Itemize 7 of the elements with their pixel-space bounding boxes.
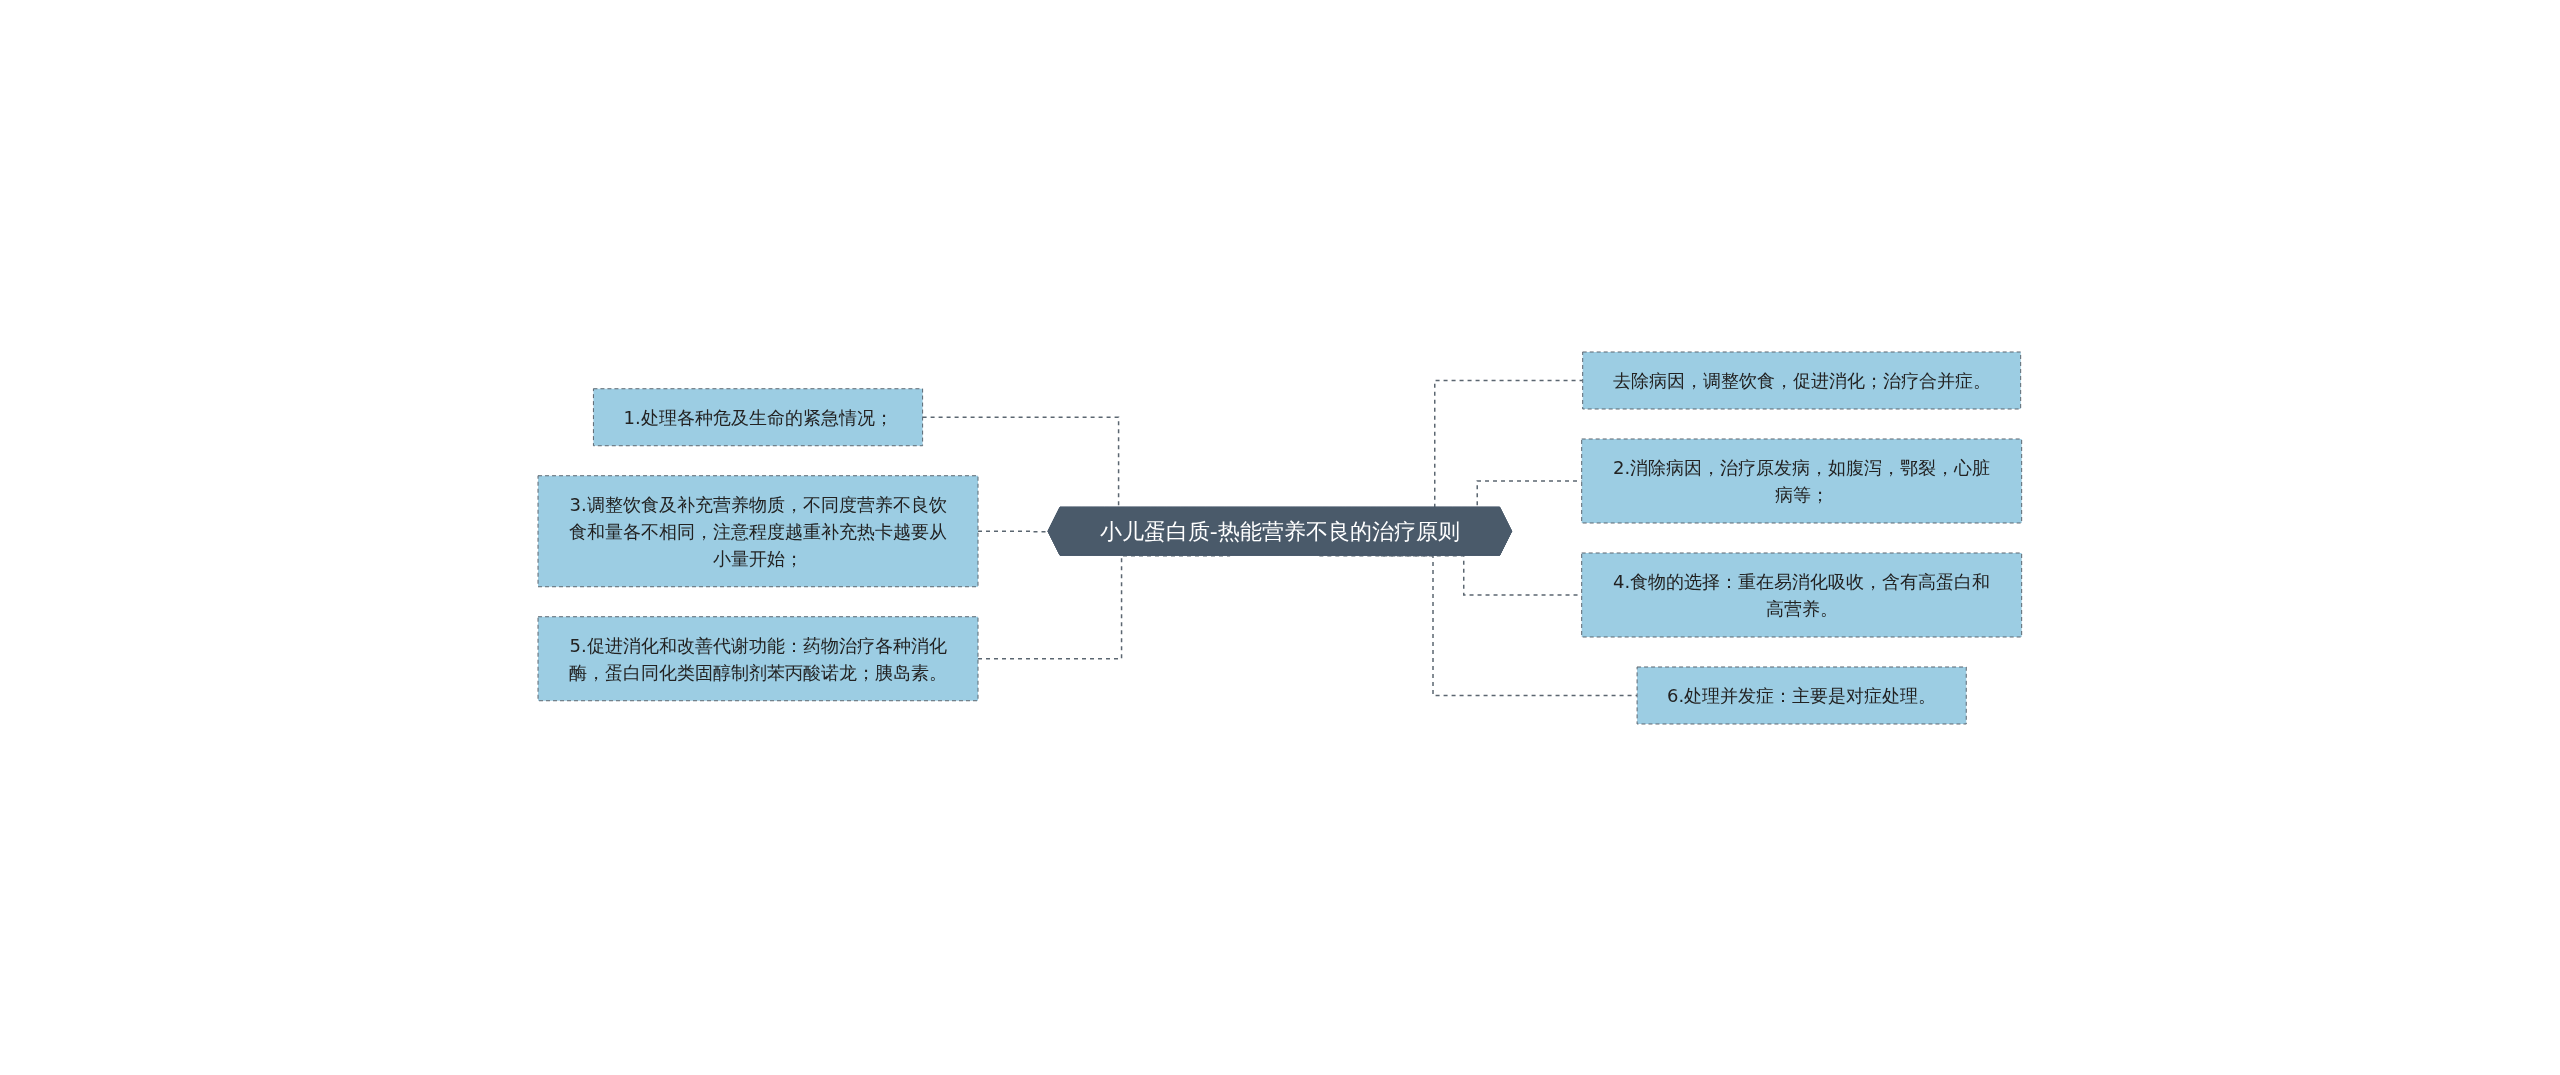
node-box: 1.处理各种危及生命的紧急情况； [593,387,924,446]
node-box: 2.消除病因，治疗原发病，如腹泻，鄂裂，心脏病等； [1581,438,2023,523]
node-box: 6.处理并发症：主要是对症处理。 [1636,666,1967,724]
node-box: 3.调整饮食及补充营养物质，不同度营养不良饮食和量各不相同，注意程度越重补充热卡越要从小量开始； [537,474,979,587]
node-box: 5.促进消化和改善代谢功能：药物治疗各种消化酶，蛋白同化类固醇制剂苯丙酸诺龙；胰岛素。 [537,615,979,701]
node-box: 去除病因，调整饮食，促进消化；治疗合并症。 [1582,351,2022,409]
node-box: 4.食物的选择：重在易消化吸收，含有高蛋白和高营养。 [1581,552,2023,637]
